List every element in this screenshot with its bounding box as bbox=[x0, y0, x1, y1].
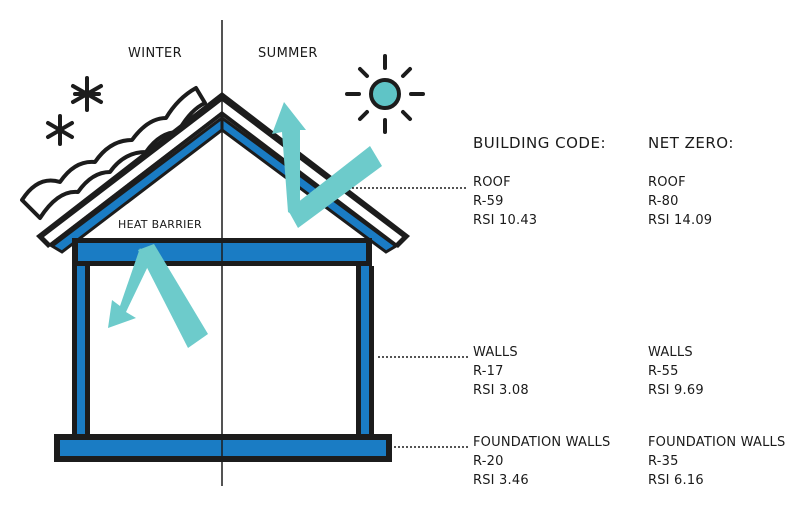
building-code-header: BUILDING CODE: bbox=[473, 134, 606, 152]
building-code-roof: ROOF R-59 RSI 10.43 bbox=[473, 173, 537, 230]
roof-rsi-value: RSI 14.09 bbox=[648, 213, 713, 228]
walls-label: WALLS bbox=[473, 345, 518, 360]
roof-label: ROOF bbox=[473, 175, 511, 190]
snow-layer bbox=[20, 86, 207, 220]
winter-label: WINTER bbox=[128, 46, 183, 61]
roof-right bbox=[220, 92, 410, 254]
summer-label: SUMMER bbox=[258, 46, 318, 61]
foundation-label: FOUNDATION WALLS bbox=[473, 435, 611, 450]
foundation-r-value: R-35 bbox=[648, 454, 679, 469]
net-zero-header: NET ZERO: bbox=[648, 134, 734, 152]
sun-ray-arrow-icon bbox=[272, 102, 382, 228]
foundation-rsi-value: RSI 3.46 bbox=[473, 473, 529, 488]
roof-r-value: R-80 bbox=[648, 194, 679, 209]
net-zero-foundation: FOUNDATION WALLS R-35 RSI 6.16 bbox=[648, 433, 785, 490]
net-zero-roof: ROOF R-80 RSI 14.09 bbox=[648, 173, 712, 230]
walls-rsi-value: RSI 9.69 bbox=[648, 383, 704, 398]
roof-r-value: R-59 bbox=[473, 194, 504, 209]
walls-r-value: R-55 bbox=[648, 364, 679, 379]
foundation-label: FOUNDATION WALLS bbox=[648, 435, 786, 450]
walls-rsi-value: RSI 3.08 bbox=[473, 383, 529, 398]
building-code-foundation: FOUNDATION WALLS R-20 RSI 3.46 bbox=[473, 433, 610, 490]
roof-rsi-value: RSI 10.43 bbox=[473, 213, 538, 228]
foundation-r-value: R-20 bbox=[473, 454, 504, 469]
net-zero-walls: WALLS R-55 RSI 9.69 bbox=[648, 343, 704, 400]
heat-barrier-label: HEAT BARRIER bbox=[118, 218, 202, 231]
foundation-rsi-value: RSI 6.16 bbox=[648, 473, 704, 488]
snowflake-icon bbox=[71, 76, 103, 112]
building-code-walls: WALLS R-17 RSI 3.08 bbox=[473, 343, 529, 400]
walls-label: WALLS bbox=[648, 345, 693, 360]
roof-left bbox=[36, 92, 224, 254]
wall-left bbox=[72, 266, 90, 438]
sun-icon bbox=[345, 54, 425, 134]
foundation-slab bbox=[54, 434, 392, 462]
snowflake-icon bbox=[46, 114, 74, 146]
roof-label: ROOF bbox=[648, 175, 686, 190]
walls-r-value: R-17 bbox=[473, 364, 504, 379]
wall-right bbox=[356, 266, 374, 438]
heat-arrow-icon bbox=[108, 244, 208, 348]
